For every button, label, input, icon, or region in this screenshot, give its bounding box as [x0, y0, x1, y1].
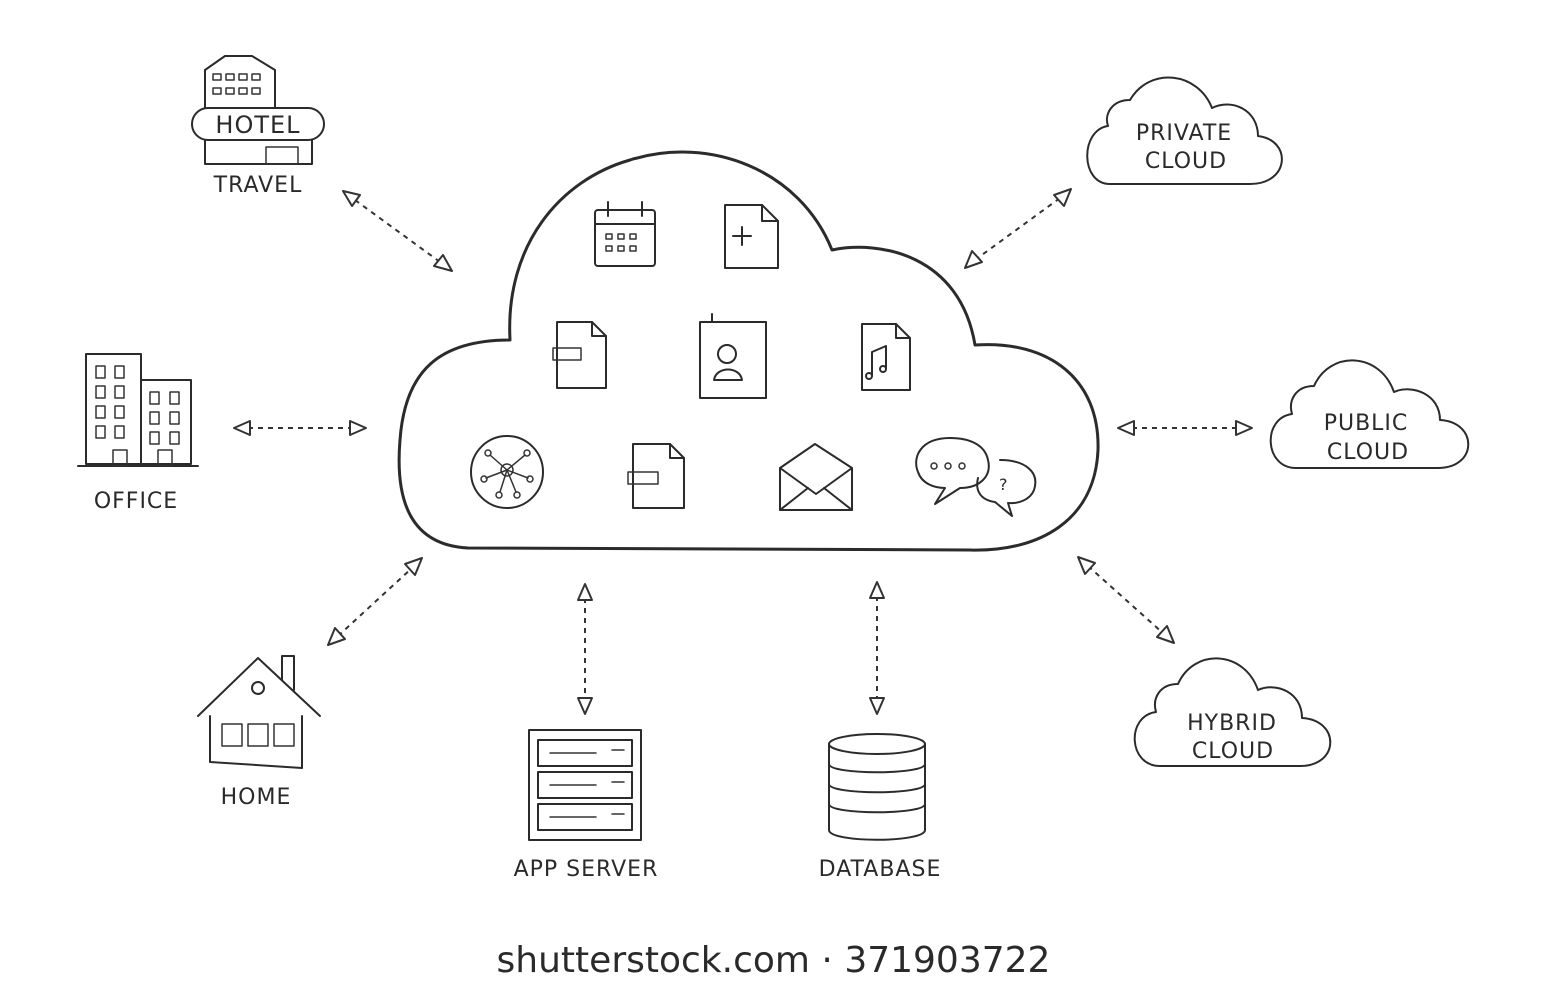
document-file-icon — [552, 321, 607, 389]
medical-file-icon — [724, 204, 779, 269]
office-building-icon — [77, 353, 199, 467]
watermark-text: shutterstock.com · 371903722 — [496, 940, 1051, 981]
private-cloud-label-line2: CLOUD — [1145, 149, 1227, 174]
public-cloud-label-line2: CLOUD — [1327, 440, 1409, 465]
private-cloud-label-line1: PRIVATE — [1136, 121, 1232, 146]
chat-bubbles-icon: ? — [915, 437, 1037, 517]
connector-hybrid-cloud — [1077, 556, 1175, 644]
connector-database — [869, 581, 885, 715]
home-label: HOME — [221, 785, 292, 810]
svg-text:?: ? — [999, 475, 1009, 494]
connector-app-server — [577, 583, 593, 715]
private-cloud-shape — [1086, 76, 1283, 185]
house-icon — [197, 655, 321, 769]
server-icon — [528, 729, 642, 841]
travel-label: TRAVEL — [213, 173, 303, 198]
database-label: DATABASE — [819, 857, 942, 882]
calendar-icon — [594, 201, 656, 267]
public-cloud-label-line1: PUBLIC — [1324, 411, 1409, 436]
music-file-icon — [861, 323, 911, 391]
hybrid-cloud-label-line2: CLOUD — [1192, 739, 1274, 764]
hybrid-cloud-shape — [1133, 657, 1332, 767]
hybrid-cloud-label-line1: HYBRID — [1187, 711, 1277, 736]
connector-home — [327, 557, 423, 646]
hotel-sign-text: HOTEL — [215, 111, 300, 139]
connector-travel — [342, 190, 453, 272]
database-icon — [828, 733, 926, 841]
mail-envelope-icon — [779, 443, 853, 511]
office-label: OFFICE — [94, 489, 178, 514]
public-cloud-shape — [1269, 359, 1470, 469]
connector-public-cloud — [1117, 420, 1253, 436]
connector-private-cloud — [964, 188, 1072, 269]
file-icon — [627, 443, 685, 509]
app-server-label: APP SERVER — [514, 857, 659, 882]
hotel-icon — [191, 55, 325, 165]
network-hub-icon — [470, 435, 544, 509]
connector-office — [233, 420, 367, 436]
central-cloud — [397, 150, 1100, 552]
id-card-icon — [699, 313, 767, 399]
